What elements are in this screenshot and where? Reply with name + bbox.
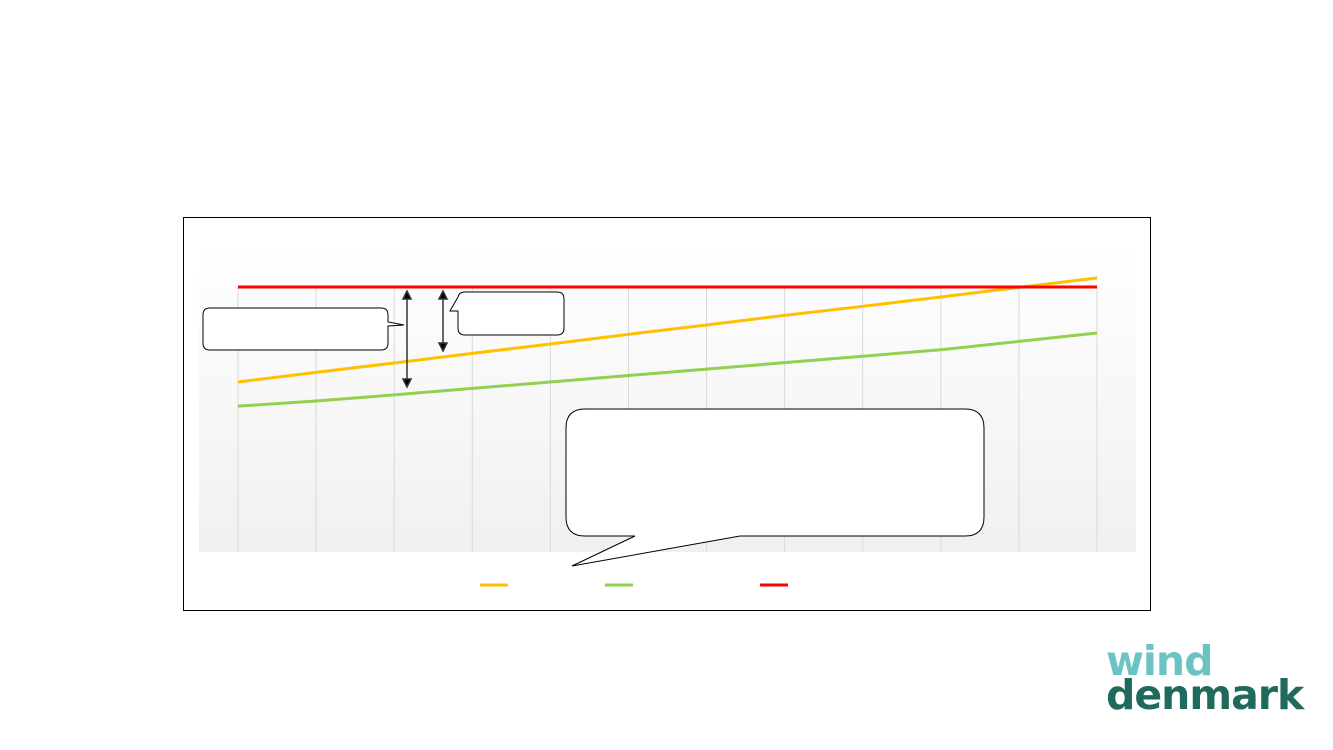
callout-right [449, 291, 565, 336]
annotations [202, 291, 985, 567]
series-line-0 [237, 276, 1098, 384]
wind-denmark-logo: wind denmark [1106, 637, 1304, 719]
logo-line1: wind [1106, 637, 1213, 685]
arrows [401, 289, 449, 389]
logo-line2: denmark [1106, 671, 1304, 719]
series-line-1 [237, 331, 1098, 408]
callout-left [202, 307, 405, 351]
arrow-head-down [437, 342, 449, 353]
arrow-head-up [401, 289, 413, 300]
callout-bottom [565, 408, 985, 567]
arrow-head-up [437, 289, 449, 300]
arrow-head-down [401, 378, 413, 389]
